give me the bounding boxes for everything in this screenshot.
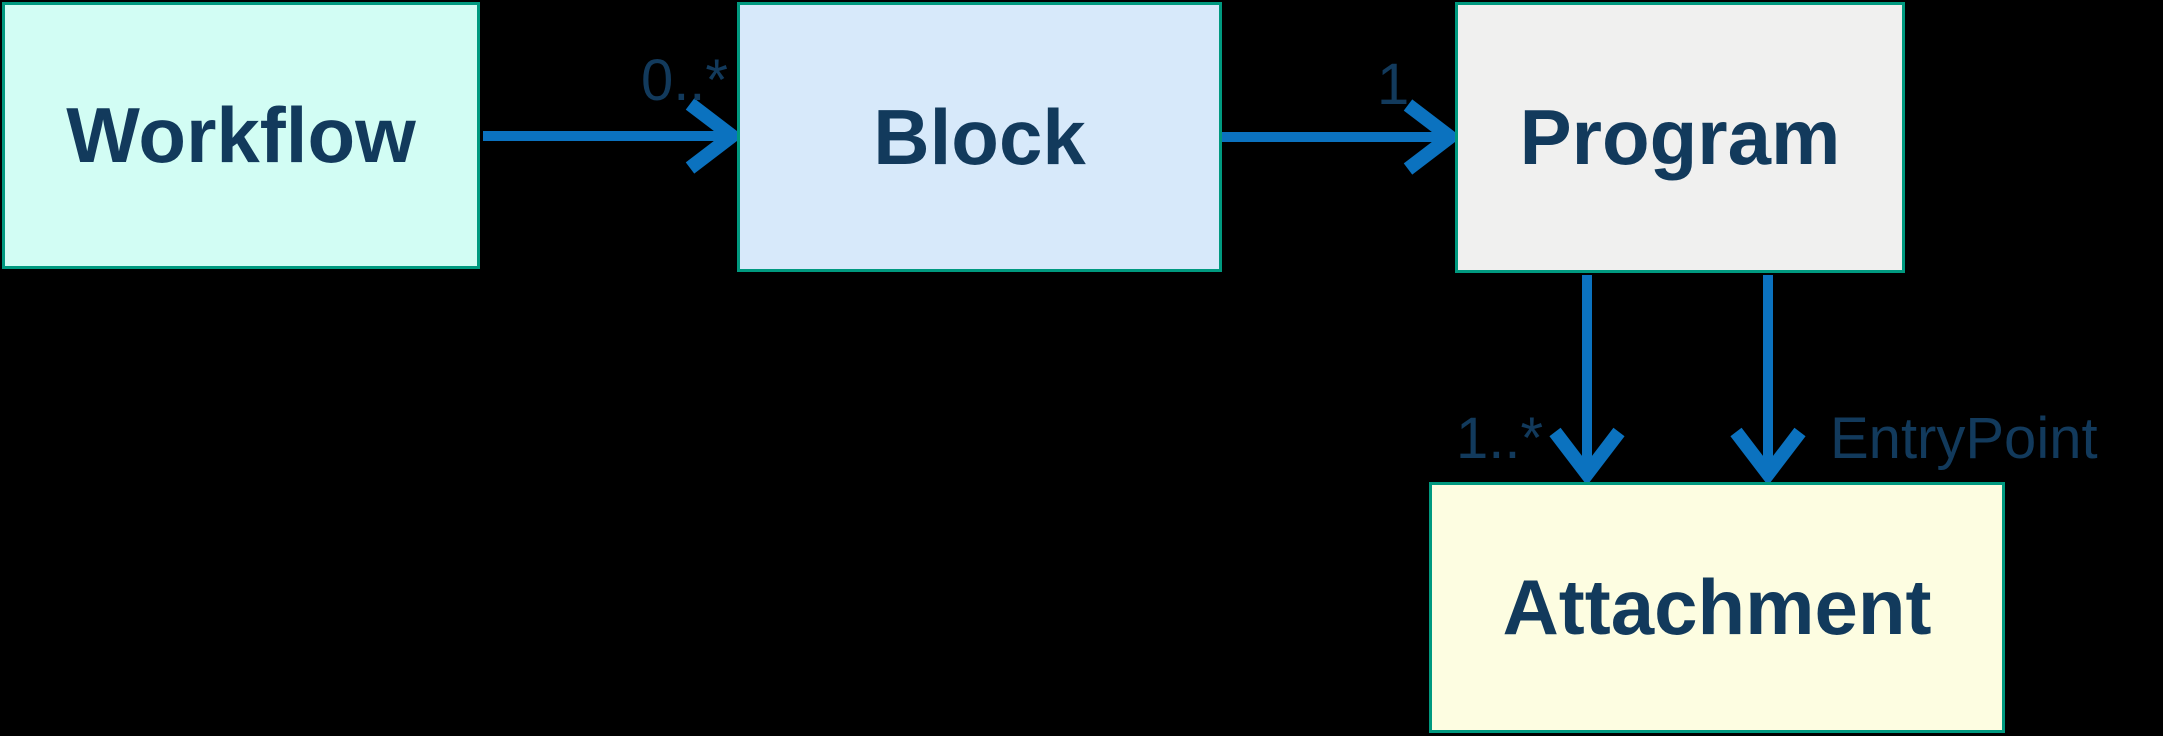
node-block-label: Block — [873, 92, 1086, 181]
edge-program-entrypoint-arrow — [1730, 275, 1806, 486]
node-block: Block — [737, 2, 1222, 272]
edge-label-program-attachment-multiplicity: 1..* — [1456, 406, 1544, 471]
edge-block-program-arrow — [1222, 99, 1462, 175]
node-attachment-label: Attachment — [1502, 563, 1932, 651]
node-program: Program — [1455, 2, 1905, 273]
node-attachment: Attachment — [1429, 482, 2005, 733]
edge-label-workflow-block-multiplicity: 0..* — [640, 48, 728, 113]
edge-label-block-program-multiplicity: 1 — [1377, 52, 1410, 117]
node-workflow: Workflow — [2, 2, 480, 269]
edge-workflow-block-arrow — [483, 98, 744, 174]
node-workflow-label: Workflow — [66, 91, 416, 179]
node-program-label: Program — [1519, 93, 1841, 181]
edge-label-entrypoint: EntryPoint — [1830, 406, 2098, 471]
edge-program-attachment-arrow — [1549, 275, 1625, 486]
